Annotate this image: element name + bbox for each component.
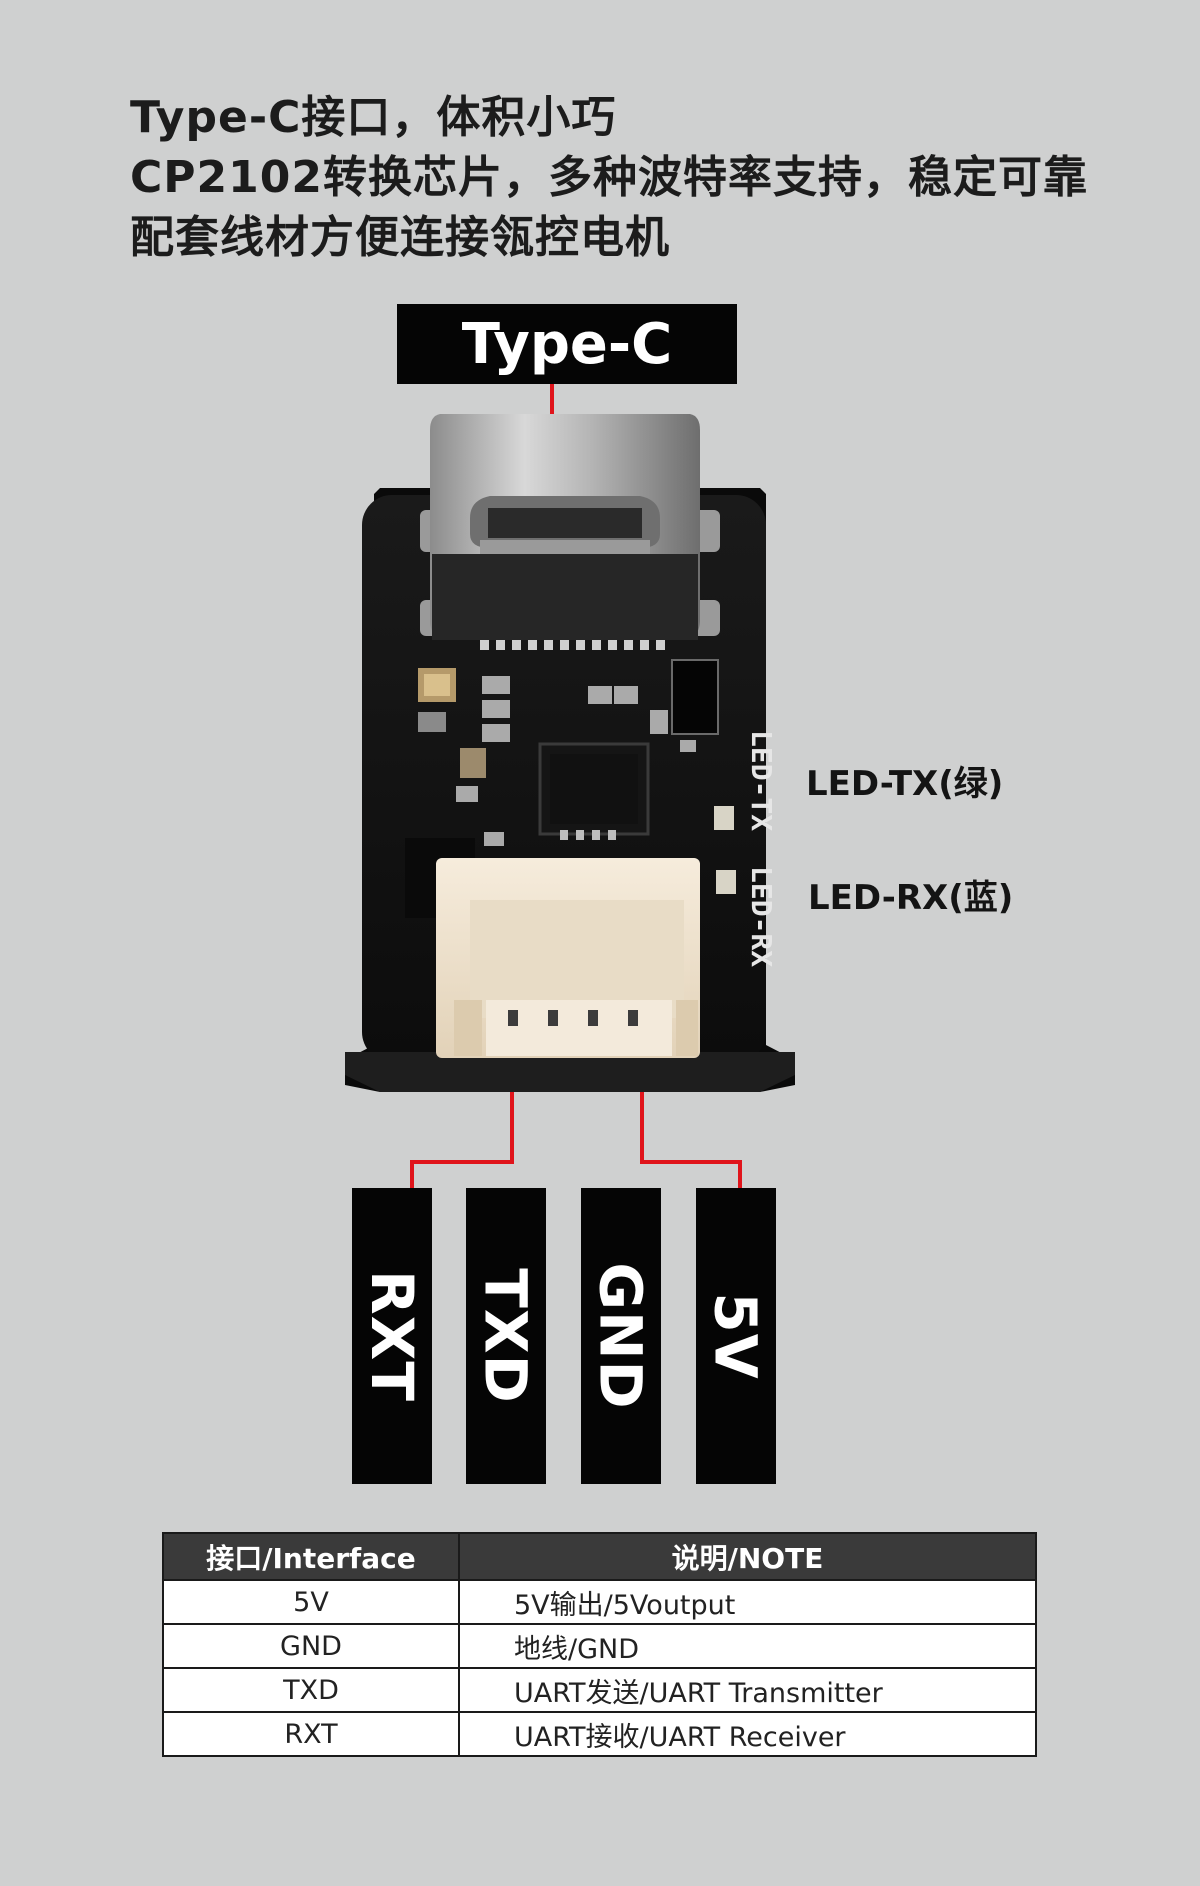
pin-label-5v: 5V bbox=[696, 1188, 776, 1484]
table-header-note: 说明/NOTE bbox=[458, 1532, 1037, 1581]
table-row: RXT UART接收/UART Receiver bbox=[162, 1711, 1037, 1757]
silk-led-rx: LED-RX bbox=[745, 866, 778, 967]
table-cell-note: UART接收/UART Receiver bbox=[458, 1711, 1037, 1757]
jst-connector bbox=[405, 838, 700, 1058]
table-row: GND 地线/GND bbox=[162, 1623, 1037, 1669]
interface-table: 接口/Interface 说明/NOTE 5V 5V输出/5Voutput GN… bbox=[162, 1532, 1037, 1757]
table-cell-note: 地线/GND bbox=[458, 1623, 1037, 1669]
led-rx bbox=[716, 870, 736, 894]
pin-label-txd: TXD bbox=[466, 1188, 546, 1484]
headline-line-1: Type-C接口，体积小巧 bbox=[130, 92, 617, 143]
headline: Type-C接口，体积小巧 CP2102转换芯片，多种波特率支持，稳定可靠 配套… bbox=[130, 88, 1088, 268]
headline-line-2: CP2102转换芯片，多种波特率支持，稳定可靠 bbox=[130, 152, 1088, 203]
headline-line-3: 配套线材方便连接瓴控电机 bbox=[130, 212, 670, 263]
pin-label-rxt: RXT bbox=[352, 1188, 432, 1484]
led-tx-callout: LED-TX(绿) bbox=[806, 764, 1004, 804]
type-c-callout: Type-C bbox=[397, 304, 737, 384]
smd-components bbox=[418, 659, 719, 846]
table-header-interface: 接口/Interface bbox=[162, 1532, 460, 1581]
table-row: TXD UART发送/UART Transmitter bbox=[162, 1667, 1037, 1713]
table-cell-note: 5V输出/5Voutput bbox=[458, 1579, 1037, 1625]
table-cell-interface: GND bbox=[162, 1623, 460, 1669]
pin-label-rxt-text: RXT bbox=[358, 1270, 427, 1402]
silk-led-tx: LED-TX bbox=[745, 730, 778, 831]
table-header-row: 接口/Interface 说明/NOTE bbox=[162, 1532, 1037, 1581]
table-row: 5V 5V输出/5Voutput bbox=[162, 1579, 1037, 1625]
pin-label-txd-text: TXD bbox=[472, 1268, 540, 1404]
pin-label-5v-text: 5V bbox=[702, 1292, 770, 1380]
pin-label-gnd-text: GND bbox=[587, 1262, 656, 1410]
led-rx-callout: LED-RX(蓝) bbox=[808, 878, 1014, 918]
cp2102-chip bbox=[538, 742, 650, 840]
pin-label-gnd: GND bbox=[581, 1188, 661, 1484]
table-cell-interface: 5V bbox=[162, 1579, 460, 1625]
type-c-receptacle bbox=[430, 414, 700, 640]
table-cell-note: UART发送/UART Transmitter bbox=[458, 1667, 1037, 1713]
led-tx bbox=[714, 806, 734, 830]
table-cell-interface: TXD bbox=[162, 1667, 460, 1713]
table-cell-interface: RXT bbox=[162, 1711, 460, 1757]
